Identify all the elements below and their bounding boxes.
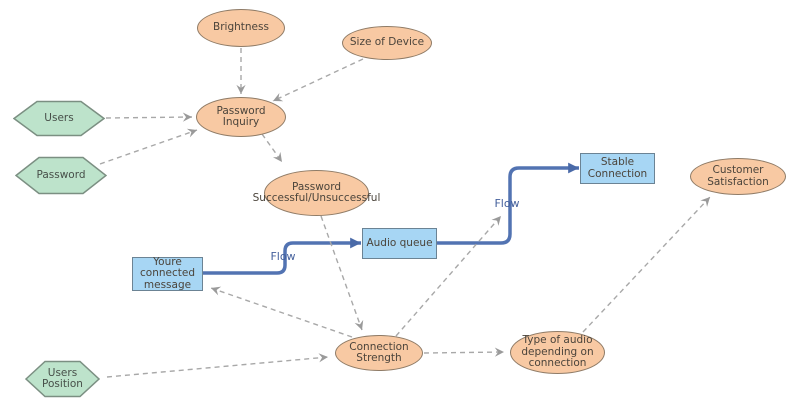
connector-connection-strength-to-youre-connected-message — [210, 286, 353, 338]
node-password-successful-unsuccessful: Password Successful/Unsuccessful — [253, 170, 380, 216]
node-audio-queue: Audio queue — [362, 228, 437, 259]
connector-type-of-audio-to-customer-satisfaction — [582, 196, 711, 333]
node-brightness: Brightness — [197, 9, 285, 47]
node-youre-connected-message: Youre connected message — [132, 255, 203, 291]
hexagon-shape — [15, 156, 107, 195]
connector-youre-connected-message-to-audio-queue — [203, 237, 361, 275]
node-connection-strength-label: Connection Strength — [349, 340, 409, 364]
node-users: Users — [13, 100, 105, 137]
node-users-position: Users Position — [25, 360, 100, 398]
node-audio-queue-label: Audio queue — [366, 236, 433, 249]
node-users-label: Users — [44, 111, 74, 124]
connector-connection-strength-to-type-of-audio — [423, 347, 505, 357]
connector-password-inquiry-to-password-successful-unsuccessful — [261, 133, 283, 163]
flow-label-2: Flow — [494, 197, 520, 210]
hexagon-shape — [13, 100, 105, 137]
flow-label-1: Flow — [270, 250, 296, 263]
node-stable-connection: Stable Connection — [580, 153, 655, 184]
node-size-of-device: Size of Device — [342, 26, 432, 60]
node-brightness-label: Brightness — [213, 21, 269, 34]
node-customer-satisfaction: Customer Satisfaction — [690, 158, 786, 195]
node-password: Password — [15, 156, 107, 195]
hexagon-shape — [25, 360, 100, 398]
connector-size-of-device-to-password-inquiry — [272, 58, 364, 102]
node-users-position-label: Users Position — [42, 366, 83, 390]
node-type-of-audio-label: Type of audio depending on connection — [521, 334, 594, 370]
connector-password-to-password-inquiry — [99, 128, 198, 165]
node-password-label: Password — [36, 168, 86, 181]
node-size-of-device-label: Size of Device — [349, 36, 425, 49]
node-connection-strength: Connection Strength — [335, 335, 423, 371]
connector-users-to-password-inquiry — [105, 112, 193, 122]
node-type-of-audio: Type of audio depending on connection — [510, 331, 605, 374]
node-password-inquiry: Password Inquiry — [196, 97, 286, 137]
node-password-successful-unsuccessful-label: Password Successful/Unsuccessful — [252, 180, 381, 204]
connector-audio-queue-to-stable-connection — [437, 162, 579, 245]
node-youre-connected-message-label: Youre connected message — [140, 255, 195, 291]
connector-users-position-to-connection-strength — [106, 353, 329, 378]
node-customer-satisfaction-label: Customer Satisfaction — [707, 164, 769, 188]
node-stable-connection-label: Stable Connection — [587, 156, 648, 180]
node-password-inquiry-label: Password Inquiry — [216, 104, 266, 128]
connector-password-successful-unsuccessful-to-connection-strength — [320, 215, 364, 331]
